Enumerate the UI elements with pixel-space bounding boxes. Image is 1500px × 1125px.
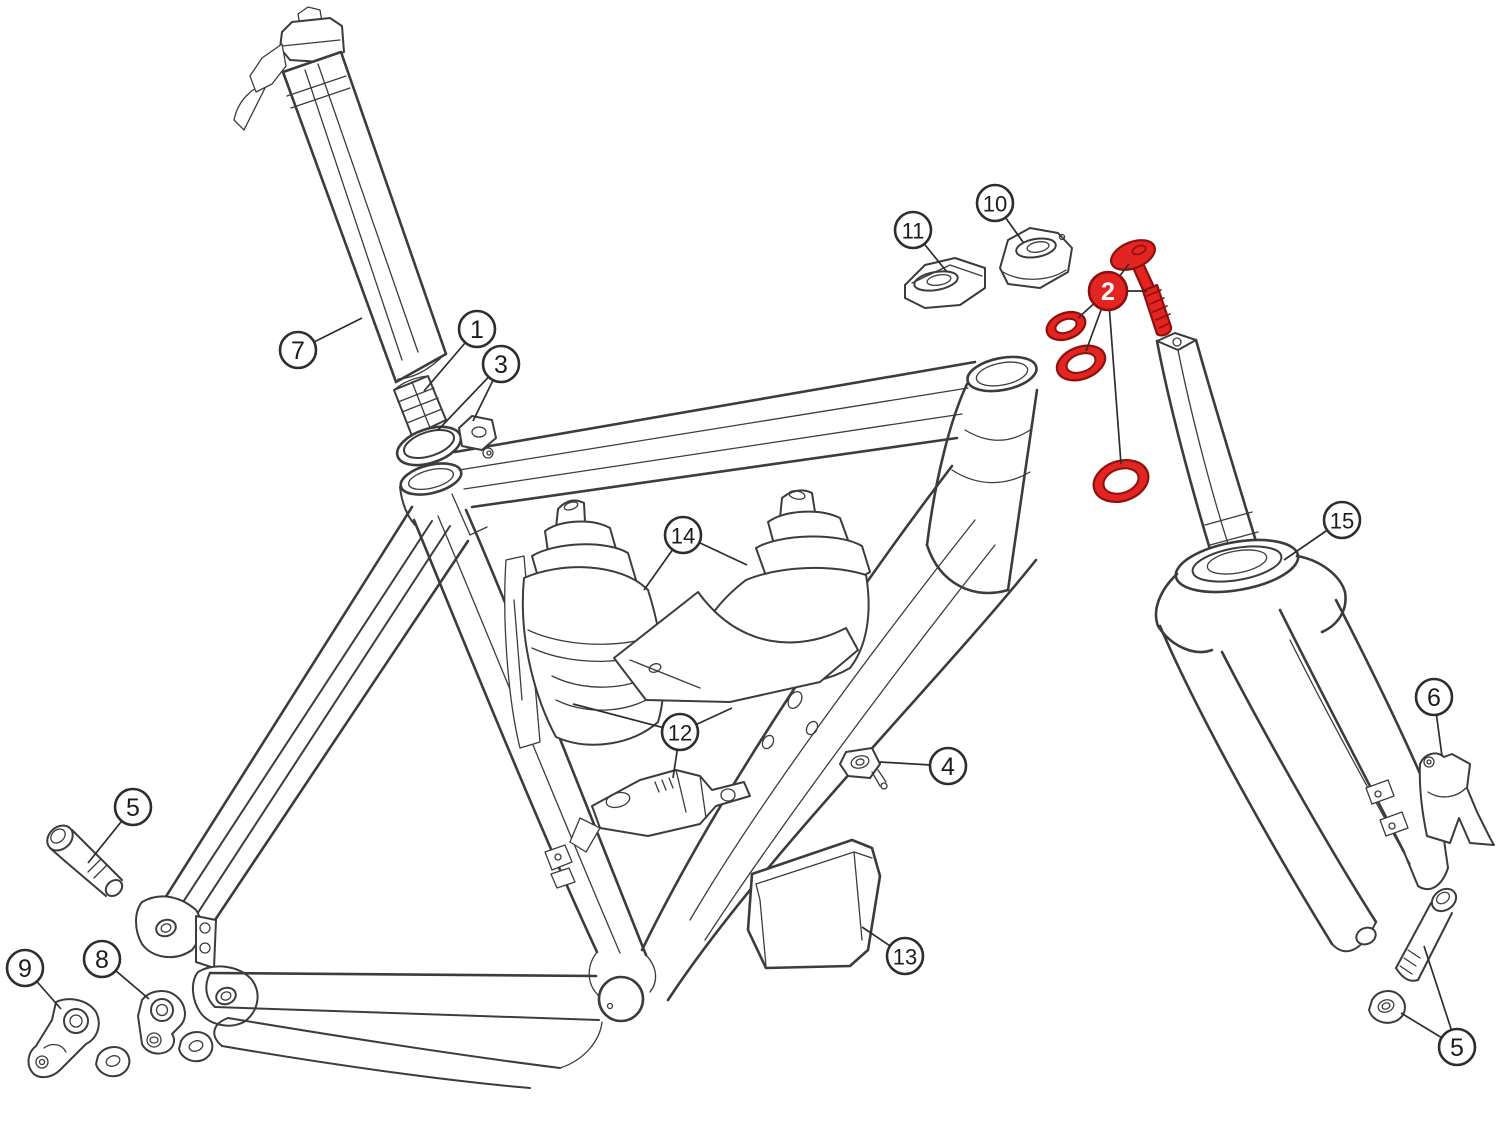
thru-axle-rear-part-5[interactable] — [1368, 884, 1460, 1024]
callout-1[interactable] — [457, 309, 497, 349]
water-bottle-right-part-14[interactable] — [613, 489, 871, 703]
callout-14[interactable] — [663, 515, 703, 555]
callout-label-7: 7 — [291, 337, 305, 365]
callout-12[interactable] — [660, 712, 700, 752]
rear-dropouts — [135, 895, 259, 1027]
callout-9[interactable] — [5, 948, 45, 988]
leader-line-2-4 — [1107, 290, 1122, 465]
callout-label-2: 2 — [1101, 278, 1115, 306]
hanger-washer-left[interactable] — [95, 1046, 131, 1078]
callout-label-5: 5 — [126, 794, 140, 822]
callout-2[interactable] — [1087, 270, 1129, 312]
callout-10[interactable] — [975, 183, 1015, 223]
callout-label-15: 15 — [1330, 509, 1354, 534]
seat-stays — [158, 505, 470, 946]
callout-3[interactable] — [481, 344, 521, 384]
callout-15[interactable] — [1322, 500, 1362, 540]
callout-7[interactable] — [278, 330, 318, 370]
callout-5[interactable] — [1437, 1027, 1477, 1067]
headset-top-cover-part-10[interactable] — [999, 227, 1073, 289]
headset-cover-part-11[interactable] — [904, 257, 986, 309]
callout-label-5: 5 — [1450, 1034, 1464, 1062]
hanger-washer-right[interactable] — [178, 1031, 214, 1063]
top-tube — [453, 360, 977, 509]
callout-label-1: 1 — [470, 316, 484, 344]
callout-layer: 7 13 11 10 2 15 6 14 12 4 13 5 9 8 5 — [5, 183, 1477, 1067]
water-bottle-left-part-14[interactable] — [504, 499, 665, 749]
head-tube — [925, 355, 1039, 595]
headset-highlighted-part-2[interactable] — [1043, 234, 1173, 508]
callout-label-13: 13 — [893, 945, 917, 970]
callout-label-4: 4 — [941, 753, 955, 781]
callout-5[interactable] — [113, 787, 153, 827]
cage-bracket-part-12[interactable] — [569, 769, 751, 853]
bottom-bracket — [588, 951, 657, 1023]
callout-label-8: 8 — [95, 946, 109, 974]
thru-axle-front-part-5[interactable] — [42, 820, 125, 899]
fork-guard-part-6[interactable] — [1418, 752, 1495, 846]
callout-6[interactable] — [1414, 677, 1454, 717]
chain-stays — [205, 971, 603, 1089]
callout-8[interactable] — [82, 939, 122, 979]
callout-11[interactable] — [893, 210, 933, 250]
seatpost-part-7[interactable] — [233, 6, 448, 384]
fork-part-15[interactable] — [1154, 332, 1449, 953]
storage-box-part-13[interactable] — [746, 838, 882, 970]
callout-label-11: 11 — [902, 219, 925, 244]
callout-label-10: 10 — [983, 192, 1007, 217]
derailleur-hanger-part-9[interactable] — [27, 998, 100, 1078]
callout-label-3: 3 — [494, 351, 508, 379]
callout-4[interactable] — [928, 746, 968, 786]
seat-cluster — [399, 462, 488, 536]
seat-collar-part-3[interactable] — [392, 415, 497, 472]
callout-13[interactable] — [885, 936, 925, 976]
callout-label-6: 6 — [1427, 684, 1441, 712]
derailleur-hanger-part-8[interactable] — [137, 990, 186, 1055]
callout-label-14: 14 — [671, 524, 695, 549]
callout-label-9: 9 — [18, 955, 32, 983]
seatpost-wedge-part-1[interactable] — [393, 375, 447, 437]
frame-plug-part-4[interactable] — [839, 747, 888, 790]
callout-label-12: 12 — [668, 721, 692, 746]
